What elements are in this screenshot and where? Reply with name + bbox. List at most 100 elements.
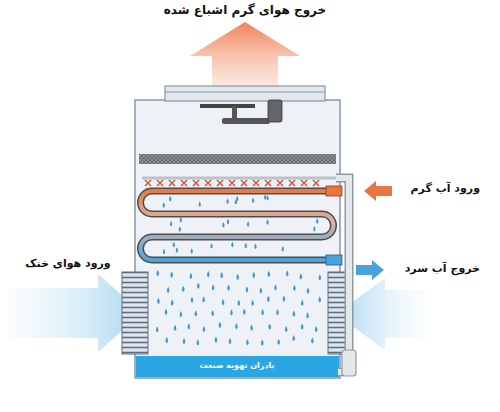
- drift-eliminator: [139, 154, 336, 164]
- fan-motor: [268, 100, 282, 122]
- spray-pump: [342, 350, 356, 376]
- water-drop: [245, 243, 247, 249]
- water-drop: [283, 296, 286, 302]
- spray-nozzle: [193, 180, 199, 186]
- water-drop: [202, 296, 205, 302]
- water-drop: [215, 337, 218, 343]
- spray-nozzle: [301, 180, 307, 186]
- water-drop: [156, 326, 159, 332]
- hot-water-in-arrow: [364, 181, 392, 201]
- water-drop: [197, 283, 200, 289]
- water-drop: [293, 311, 296, 317]
- water-drop: [195, 310, 198, 316]
- water-drop: [180, 217, 182, 223]
- water-drop: [207, 271, 210, 277]
- water-drop: [238, 300, 241, 306]
- water-drop: [264, 194, 266, 200]
- water-drop: [230, 309, 233, 315]
- water-drop: [307, 287, 310, 293]
- water-drop: [277, 339, 280, 345]
- water-drop: [199, 201, 201, 207]
- spray-nozzle: [253, 180, 259, 186]
- coil-outline: [141, 191, 334, 260]
- water-drop: [219, 322, 222, 328]
- recirculation-pipe: [336, 178, 349, 372]
- water-drop: [182, 286, 185, 292]
- water-drop: [300, 273, 303, 279]
- water-drop: [301, 300, 304, 306]
- air-inlet-louver-left: [122, 272, 148, 354]
- water-drop: [220, 272, 223, 278]
- water-drop: [266, 219, 268, 225]
- water-drop: [188, 323, 191, 329]
- water-drop: [261, 339, 264, 345]
- spray-nozzle: [277, 180, 283, 186]
- water-drop: [274, 284, 277, 290]
- water-drop: [252, 272, 255, 278]
- water-drop: [190, 273, 193, 279]
- water-drop: [166, 337, 169, 343]
- spray-nozzle: [313, 180, 319, 186]
- water-drop: [251, 300, 254, 306]
- spray-nozzle: [181, 180, 187, 186]
- water-drop: [247, 221, 249, 227]
- spray-nozzle: [289, 180, 295, 186]
- cold-water-outlet-label: خروج آب سرد: [405, 262, 480, 275]
- water-drop: [174, 325, 177, 331]
- water-drop: [246, 286, 249, 292]
- water-drop: [222, 222, 224, 228]
- cold-water-out-arrow: [356, 260, 384, 280]
- water-drop: [268, 323, 271, 329]
- water-drop: [311, 337, 314, 343]
- water-drop: [266, 195, 268, 201]
- water-drop: [212, 284, 215, 290]
- water-drop: [229, 338, 232, 344]
- water-drop: [165, 309, 168, 315]
- watermark: بادران تهویه صنعت: [200, 361, 275, 371]
- water-drop: [235, 323, 238, 329]
- fan-shaft: [232, 106, 237, 120]
- water-drop: [236, 274, 239, 280]
- water-drop: [260, 287, 263, 293]
- water-drop: [315, 326, 318, 332]
- spray-nozzles: [145, 180, 319, 186]
- water-drop: [286, 270, 289, 276]
- cool-air-inlet-label: ورود هوای خنک: [25, 257, 110, 270]
- water-drop: [267, 296, 270, 302]
- water-drop: [227, 219, 229, 225]
- water-drop: [316, 218, 318, 224]
- spray-header: [142, 177, 336, 180]
- water-drop: [173, 242, 175, 248]
- water-drop: [176, 247, 178, 253]
- water-drop: [268, 271, 271, 277]
- water-drop: [252, 198, 254, 204]
- water-drop: [243, 309, 246, 315]
- spray-nozzle: [241, 180, 247, 186]
- water-drop: [179, 226, 181, 232]
- water-drop: [313, 226, 315, 232]
- tower-casing: [135, 100, 340, 378]
- water-drop: [167, 287, 170, 293]
- water-drop: [261, 309, 264, 315]
- fan-gearbox: [222, 118, 270, 124]
- water-drop: [293, 285, 296, 291]
- cold-water-connection: [326, 255, 342, 265]
- water-drop: [191, 297, 194, 303]
- water-drops: [156, 194, 321, 345]
- spray-nozzle: [205, 180, 211, 186]
- fan-blade: [200, 104, 255, 108]
- water-drop: [276, 309, 279, 315]
- water-drop: [180, 311, 183, 317]
- water-drop: [157, 298, 160, 304]
- water-drop: [226, 198, 228, 204]
- spray-nozzle: [157, 180, 163, 186]
- water-drop: [170, 272, 173, 278]
- water-drop: [210, 243, 212, 249]
- water-drop: [236, 196, 238, 202]
- hot-water-inlet-label: ورود آب گرم: [411, 182, 480, 195]
- spray-nozzle: [145, 180, 151, 186]
- coil-tube: [141, 191, 334, 260]
- water-drop: [231, 242, 233, 248]
- water-drop: [250, 325, 253, 331]
